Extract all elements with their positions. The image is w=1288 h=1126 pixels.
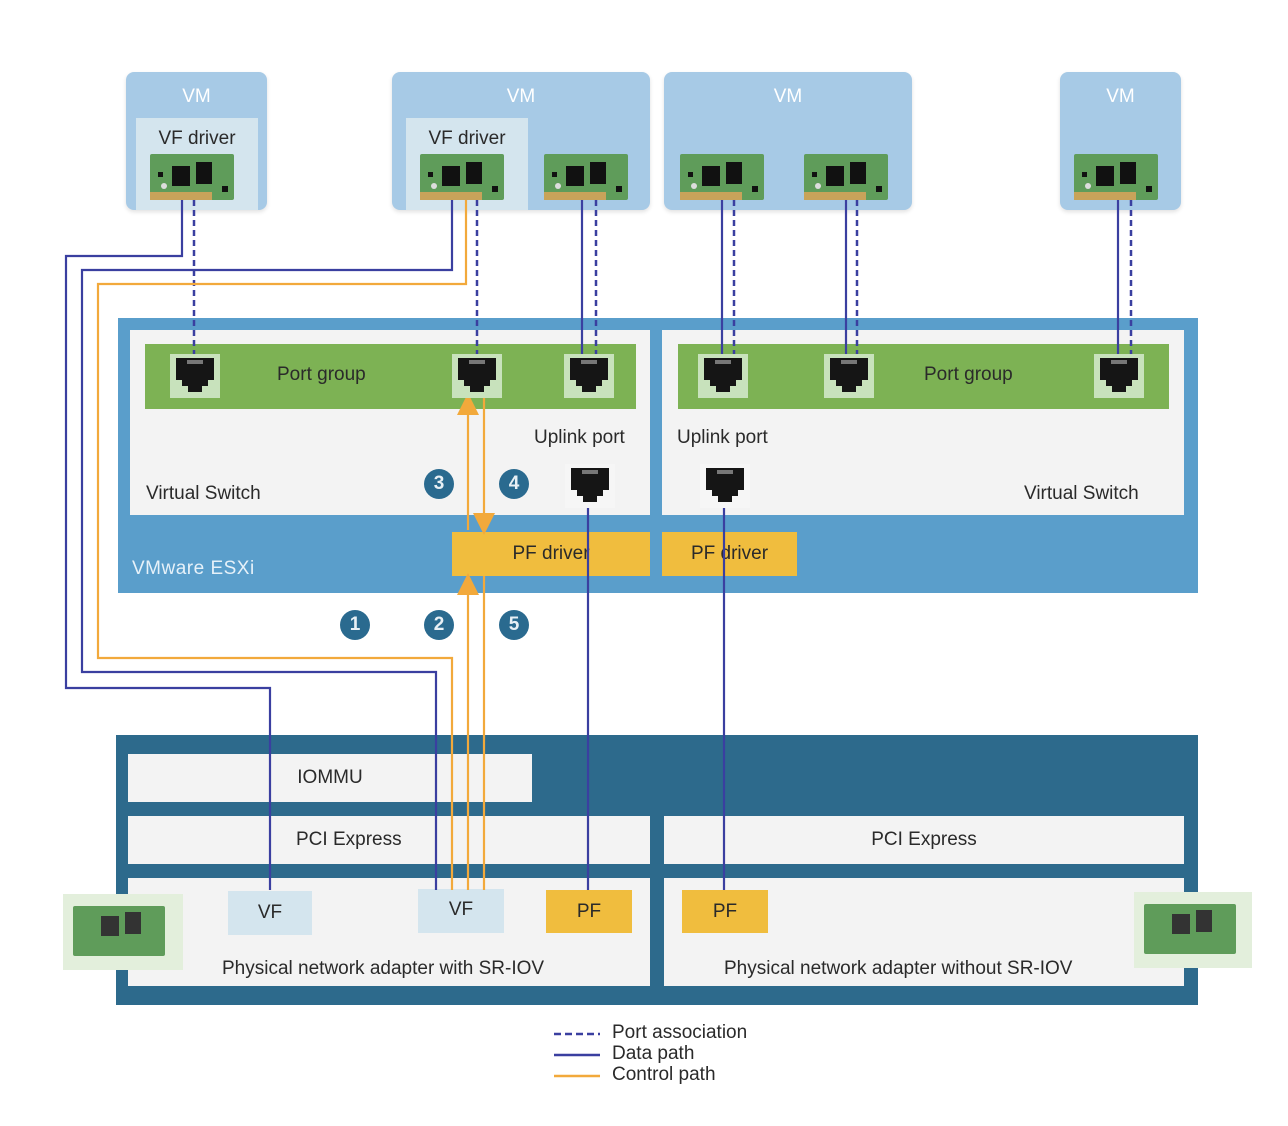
vm-title: VM xyxy=(506,86,536,107)
legend-label: Data path xyxy=(612,1043,695,1064)
pf-box-sriov: PF xyxy=(546,890,632,933)
step-badge-2: 2 xyxy=(424,610,454,640)
esxi-label: VMware ESXi xyxy=(132,558,255,579)
pci-express-label: PCI Express xyxy=(871,829,977,850)
nic-card-icon xyxy=(544,152,632,202)
step-badge-1: 1 xyxy=(340,610,370,640)
nic-card-icon xyxy=(804,152,892,202)
vm-title: VM xyxy=(1106,86,1135,107)
legend-swatch xyxy=(554,1053,600,1057)
pf-box-no-sriov: PF xyxy=(682,890,768,933)
legend-item: Port association xyxy=(552,1022,792,1044)
vf-box-1: VF xyxy=(228,891,312,935)
nic-card-icon xyxy=(680,152,768,202)
pf-driver-right: PF driver xyxy=(662,532,797,576)
pci-express-label: PCI Express xyxy=(296,829,402,850)
legend-label: Port association xyxy=(612,1022,748,1043)
pf-label: PF xyxy=(576,901,602,922)
ethernet-port-icon xyxy=(170,354,220,398)
virtual-switch-label: Virtual Switch xyxy=(146,483,261,504)
ethernet-port-icon xyxy=(452,354,502,398)
pf-label: PF xyxy=(712,901,738,922)
legend-swatch xyxy=(554,1074,600,1078)
vf-box-2: VF xyxy=(418,889,504,933)
pf-driver-label: PF driver xyxy=(690,543,769,564)
iommu-label: IOMMU xyxy=(297,767,363,788)
nic-card-icon xyxy=(1074,152,1162,202)
vf-label: VF xyxy=(257,902,283,923)
non-sriov-nic-card-icon xyxy=(1134,892,1252,968)
step-badge-4: 4 xyxy=(499,469,529,499)
pf-driver-label: PF driver xyxy=(512,543,590,564)
iommu: IOMMU xyxy=(128,754,532,802)
ethernet-port-icon xyxy=(1094,354,1144,398)
port-group-right xyxy=(678,344,1169,409)
vm-title: VM xyxy=(182,86,211,107)
ethernet-port-icon xyxy=(698,354,748,398)
pf-driver-left: PF driver xyxy=(452,532,650,576)
vf-label: VF xyxy=(448,899,474,920)
pci-express-left: PCI Express xyxy=(128,816,650,864)
pci-express-right: PCI Express xyxy=(664,816,1184,864)
vf-driver-label: VF driver xyxy=(158,128,236,149)
adapter-sriov-label: Physical network adapter with SR-IOV xyxy=(222,958,545,979)
ethernet-port-icon xyxy=(565,464,615,508)
step-badge-3: 3 xyxy=(424,469,454,499)
legend-label: Control path xyxy=(612,1064,716,1085)
vf-driver-label: VF driver xyxy=(428,128,506,149)
virtual-switch-label: Virtual Switch xyxy=(1024,483,1139,504)
ethernet-port-icon xyxy=(700,464,750,508)
legend-item: Control path xyxy=(552,1064,792,1086)
legend-item: Data path xyxy=(552,1043,792,1065)
port-group-label: Port group xyxy=(924,364,1013,385)
step-badge-5: 5 xyxy=(499,610,529,640)
sriov-nic-card-icon xyxy=(63,894,183,970)
ethernet-port-icon xyxy=(824,354,874,398)
port-group-label: Port group xyxy=(277,364,366,385)
uplink-port-label: Uplink port xyxy=(677,427,768,448)
vm-title: VM xyxy=(773,86,803,107)
nic-card-icon xyxy=(150,152,238,202)
legend-swatch xyxy=(554,1032,600,1036)
nic-card-icon xyxy=(420,152,508,202)
uplink-port-label: Uplink port xyxy=(534,427,625,448)
ethernet-port-icon xyxy=(564,354,614,398)
adapter-no-sriov-label: Physical network adapter without SR-IOV xyxy=(724,958,1073,979)
